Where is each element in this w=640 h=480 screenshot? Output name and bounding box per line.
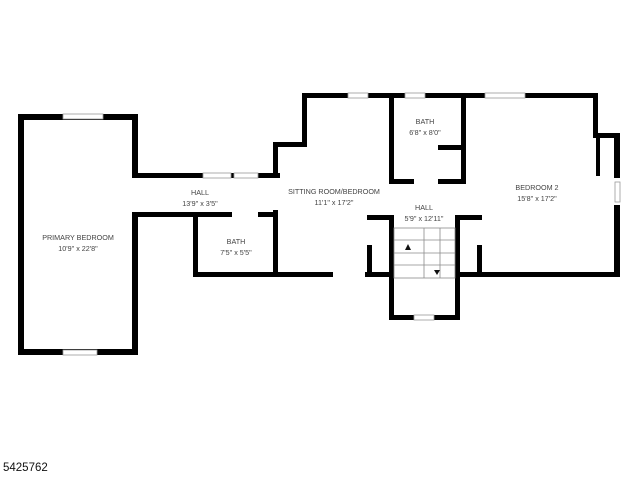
listing-id: 5425762 [3, 462, 48, 474]
room-dims-bath-2: 6'8" x 8'0" [409, 128, 441, 137]
room-name-primary-bedroom: PRIMARY BEDROOM [42, 233, 114, 242]
room-name-sitting-room: SITTING ROOM/BEDROOM [288, 187, 380, 196]
room-dims-primary-bedroom: 10'9" x 22'8" [58, 244, 98, 253]
room-name-bath-1: BATH [227, 237, 246, 246]
room-name-bath-2: BATH [416, 117, 435, 126]
room-dims-hall-2: 5'9" x 12'11" [405, 214, 444, 223]
staircase [393, 227, 456, 279]
room-dims-hall-1: 13'9" x 3'5" [182, 199, 218, 208]
room-dims-bedroom-2: 15'8" x 17'2" [517, 194, 557, 203]
room-dims-sitting-room: 11'1" x 17'2" [315, 198, 354, 207]
room-labels: PRIMARY BEDROOM 10'9" x 22'8" HALL 13'9"… [42, 117, 558, 257]
walls [18, 93, 620, 355]
room-name-hall-2: HALL [415, 203, 433, 212]
room-dims-bath-1: 7'5" x 5'5" [220, 248, 252, 257]
room-name-hall-1: HALL [191, 188, 209, 197]
windows [62, 92, 621, 356]
room-name-bedroom-2: BEDROOM 2 [515, 183, 558, 192]
